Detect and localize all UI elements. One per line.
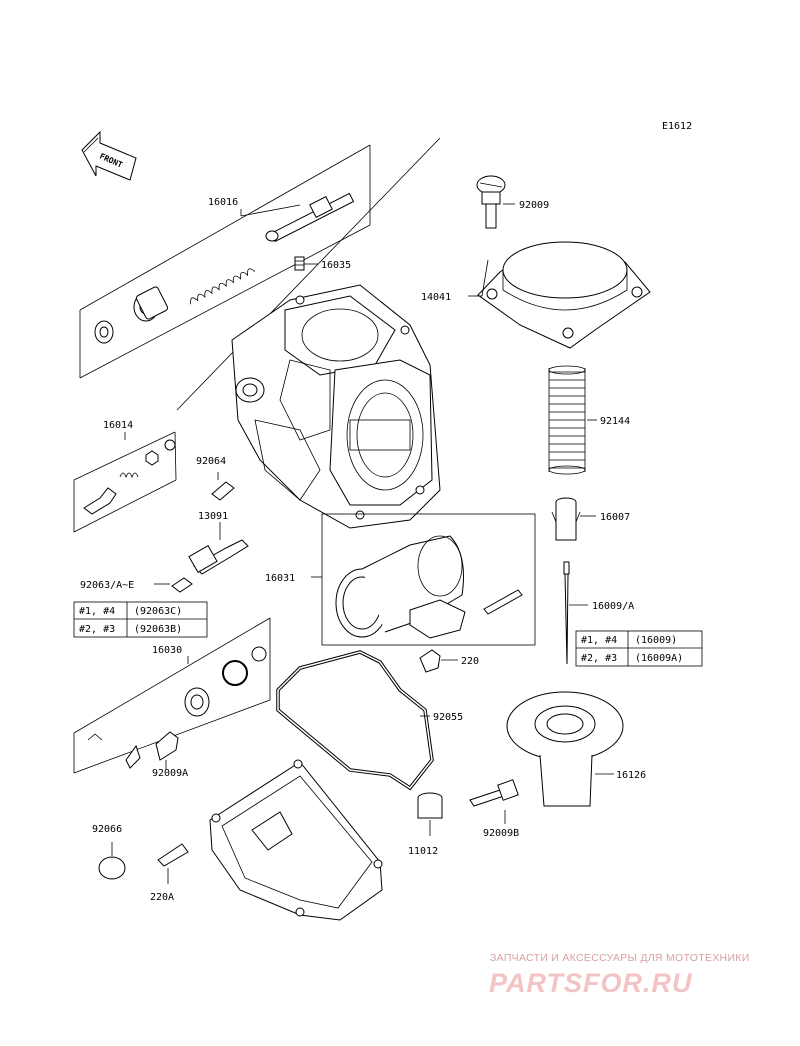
label-92063: 92063/A~E: [80, 580, 134, 591]
jet-16035: [294, 256, 318, 271]
screw-set-16014: [73, 431, 177, 533]
gasket-92055: [276, 650, 434, 791]
top-cover-14041: [468, 241, 651, 349]
jet-needle-16009: [563, 561, 588, 665]
front-arrow-icon: FRONT: [81, 130, 137, 181]
screw-92063: [154, 577, 193, 593]
label-92055: 92055: [433, 712, 463, 723]
label-92144: 92144: [600, 416, 630, 427]
pilot-screw-set-16016: [94, 192, 355, 344]
label-16014: 16014: [103, 420, 133, 431]
label-220a: 220A: [150, 892, 174, 903]
screw-220a: [157, 843, 189, 884]
table-16009: #1, #4 (16009) #2, #3 (16009A): [575, 630, 703, 667]
label-16009a: 16009/A: [592, 601, 634, 612]
screw-92009: [476, 175, 515, 229]
label-92009b: 92009B: [483, 828, 519, 839]
screw-92064: [211, 472, 235, 501]
label-92009: 92009: [519, 200, 549, 211]
cap-92066: [98, 842, 126, 880]
slide-body-16031: [311, 513, 536, 646]
table-92063: #1, #4 (92063C) #2, #3 (92063B): [73, 601, 208, 638]
label-16031: 16031: [265, 573, 295, 584]
cap-11012: [417, 792, 443, 836]
label-16035: 16035: [321, 260, 351, 271]
label-11012: 11012: [408, 846, 438, 857]
screw-220: [419, 649, 458, 673]
label-14041: 14041: [421, 292, 451, 303]
label-92009a: 92009A: [152, 768, 188, 779]
vacuum-piston-16126: [506, 691, 624, 807]
plunger-13091: [188, 522, 249, 575]
spring-92144: [548, 365, 597, 475]
carburetor-body: [231, 284, 441, 529]
watermark-brand: PARTSFOR.RU: [489, 968, 693, 998]
table-92063-cyl-1: #1, #4: [79, 606, 115, 617]
label-16016: 16016: [208, 197, 238, 208]
label-13091: 13091: [198, 511, 228, 522]
label-92066: 92066: [92, 824, 122, 835]
table-16009-part-2: (16009A): [635, 653, 683, 664]
label-16030: 16030: [152, 645, 182, 656]
table-92063-cyl-2: #2, #3: [79, 624, 115, 635]
table-92063-part-2: (92063B): [134, 624, 182, 635]
screw-92009b: [469, 779, 519, 824]
label-92064: 92064: [196, 456, 226, 467]
label-220: 220: [461, 656, 479, 667]
diagram-code: E1612: [662, 121, 692, 132]
watermark-tagline: ЗАПЧАСТИ И АКСЕССУАРЫ ДЛЯ МОТОТЕХНИКИ: [490, 952, 750, 964]
table-16009-cyl-1: #1, #4: [581, 635, 617, 646]
table-16009-cyl-2: #2, #3: [581, 653, 617, 664]
label-16007: 16007: [600, 512, 630, 523]
watermark: ЗАПЧАСТИ И АКСЕССУАРЫ ДЛЯ МОТОТЕХНИКИ PA…: [489, 952, 750, 998]
table-16009-part-1: (16009): [635, 635, 677, 646]
table-92063-part-1: (92063C): [134, 606, 182, 617]
label-16126: 16126: [616, 770, 646, 781]
float-bowl: [209, 759, 383, 921]
needle-holder-16007: [551, 497, 596, 541]
screw-92009a: [155, 731, 179, 770]
assembly-guide-lines: [79, 137, 441, 411]
